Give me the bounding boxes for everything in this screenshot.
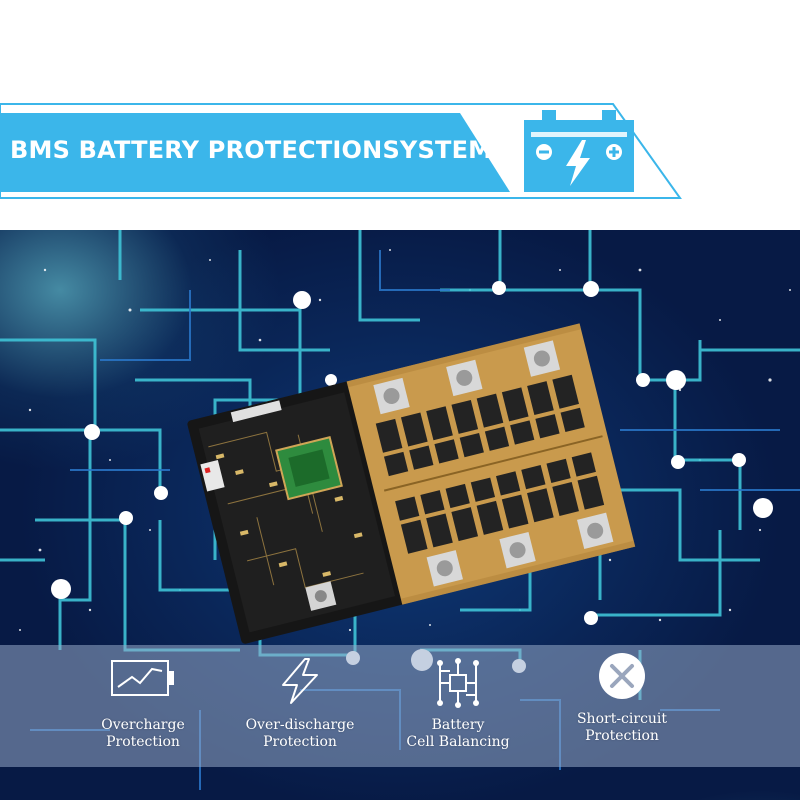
lightning-bolt-icon (282, 658, 318, 704)
banner-shape (0, 103, 682, 199)
cell-network-icon (437, 658, 479, 708)
close-circle-icon (599, 653, 645, 699)
circuit-lines (0, 230, 800, 790)
banner-title: BMS BATTERY PROTECTIONSYSTEM (10, 136, 493, 164)
header-banner: BMS BATTERY PROTECTIONSYSTEM (0, 0, 800, 230)
overcharge-chart-icon (111, 660, 174, 696)
bms-circuit-board (187, 323, 636, 644)
car-battery-icon (524, 110, 634, 192)
